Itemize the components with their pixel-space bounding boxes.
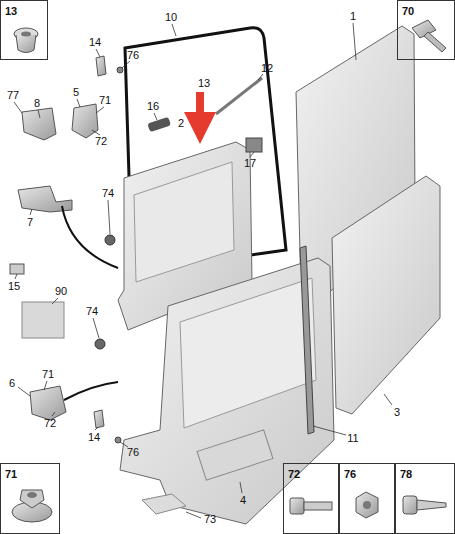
fastener-box: 71 [0, 463, 60, 534]
part-number: 72 [284, 466, 304, 482]
callout-number: 10 [165, 12, 177, 23]
bracket [94, 410, 104, 428]
callout-number: 7 [27, 217, 33, 228]
fastener-box: 72 [283, 463, 339, 534]
callout-number: 72 [95, 136, 107, 147]
callout-number: 6 [9, 378, 15, 389]
callout-number: 74 [86, 306, 98, 317]
part-number: 78 [396, 466, 416, 482]
callout-number: 15 [8, 281, 20, 292]
callout-number: 8 [34, 98, 40, 109]
fastener-box: 78 [395, 463, 455, 534]
callout-number: 76 [127, 447, 139, 458]
callout-number: 72 [44, 418, 56, 429]
callout-number: 14 [88, 432, 100, 443]
callout-number: 17 [244, 158, 256, 169]
callout-number: 76 [127, 50, 139, 61]
clip [10, 264, 24, 274]
callout-number: 5 [73, 87, 79, 98]
callout-number: 14 [89, 37, 101, 48]
pad [246, 138, 262, 152]
callout-number: 3 [394, 407, 400, 418]
part-number: 76 [340, 466, 360, 482]
red-arrow [196, 92, 204, 128]
part-number: 70 [398, 3, 418, 19]
door-window [134, 162, 234, 282]
hinge-link [64, 382, 118, 400]
plate-recess [197, 430, 273, 480]
callout-number: 4 [240, 495, 246, 506]
callout-number: 11 [347, 433, 358, 444]
door-window [180, 278, 316, 428]
fastener-box: 13 [0, 0, 48, 60]
callout-number: 90 [55, 286, 67, 297]
callout-number: 1 [350, 11, 356, 22]
fastener-box: 70 [397, 0, 455, 60]
callout-number: 13 [198, 78, 210, 89]
hinge [30, 386, 66, 420]
door-panel [332, 176, 440, 414]
part-number: 13 [1, 3, 21, 19]
rod [216, 78, 262, 114]
kit-bag [142, 494, 186, 514]
callout-number: 12 [261, 63, 273, 74]
callout-number: 71 [99, 95, 111, 106]
callout-number: 77 [7, 90, 19, 101]
pad [147, 117, 171, 132]
callout-number: 2 [178, 118, 184, 129]
fastener-box: 76 [339, 463, 395, 534]
callout-number: 74 [102, 188, 114, 199]
door-strap [300, 246, 314, 434]
part-number: 71 [1, 466, 21, 482]
buffer [105, 235, 115, 245]
callout-number: 73 [204, 514, 216, 525]
hinge [22, 108, 56, 140]
hinge-link [62, 206, 118, 268]
kit-box [22, 302, 64, 338]
callout-number: 16 [147, 101, 159, 112]
hinge-arm [18, 186, 72, 212]
buffer [95, 339, 105, 349]
hinge [72, 104, 98, 138]
callout-number: 71 [42, 369, 54, 380]
bracket [96, 56, 106, 76]
leader-lines [14, 23, 392, 518]
